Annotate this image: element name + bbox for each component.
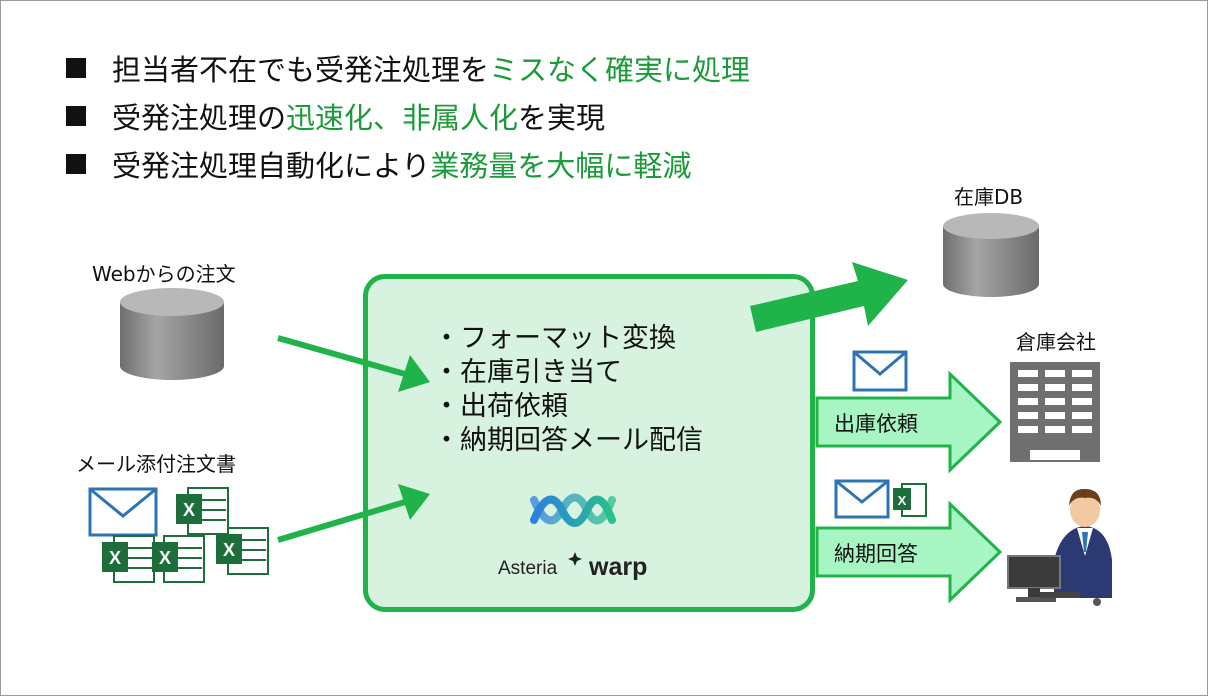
- envelope-icon: [88, 487, 158, 537]
- person-at-computer-icon: [1007, 488, 1112, 606]
- bullet-2-suffix: を実現: [518, 101, 606, 135]
- bullet-1-highlight: ミスなく確実に処理: [489, 53, 751, 87]
- logo-text-warp: warp: [588, 553, 647, 581]
- bullet-2: 受発注処理の迅速化、非属人化を実現: [66, 96, 605, 136]
- excel-file-icon: X: [176, 487, 229, 535]
- ship-request-label: 出庫依頼: [834, 412, 918, 436]
- bullet-3-text: 受発注処理自動化により: [112, 149, 431, 183]
- envelope-icon: [852, 350, 908, 392]
- bullet-1: 担当者不在でも受発注処理をミスなく確実に処理: [66, 48, 750, 88]
- bullet-square-icon: [66, 58, 86, 78]
- svg-text:X: X: [159, 548, 171, 568]
- task-delivery-reply-mail: ・納期回答メール配信: [433, 425, 703, 456]
- warehouse-label: 倉庫会社: [1016, 330, 1096, 354]
- inventory-database-icon: [943, 213, 1039, 297]
- bullet-1-text: 担当者不在でも受発注処理を: [112, 53, 490, 87]
- excel-file-icon: X: [893, 483, 927, 517]
- svg-text:X: X: [898, 493, 907, 508]
- excel-file-icon: X: [102, 535, 155, 583]
- excel-file-icon: X: [152, 535, 205, 583]
- envelope-icon: [834, 479, 890, 519]
- svg-text:X: X: [109, 548, 121, 568]
- task-format-conversion: ・フォーマット変換: [433, 323, 676, 354]
- bullet-square-icon: [66, 106, 86, 126]
- bullet-2-highlight: 迅速化、非属人化: [286, 101, 519, 135]
- delivery-reply-arrow: [815, 500, 1003, 604]
- task-shipping-request: ・出荷依頼: [433, 391, 568, 422]
- mail-input-arrow: [277, 484, 430, 543]
- web-input-arrow: [277, 335, 430, 392]
- logo-text-asteria: Asteria: [498, 558, 558, 579]
- bullet-square-icon: [66, 154, 86, 174]
- excel-file-icon: X: [216, 527, 269, 575]
- bullet-3-highlight: 業務量を大幅に軽減: [430, 149, 692, 183]
- delivery-reply-label: 納期回答: [834, 542, 918, 566]
- asteria-warp-processing-box: [363, 274, 815, 612]
- web-order-label: Webからの注文: [92, 262, 236, 286]
- inventory-update-arrow: [750, 262, 908, 332]
- bullet-2-text: 受発注処理の: [112, 101, 287, 135]
- asteria-warp-logo: Asteria warp: [498, 493, 647, 581]
- task-stock-allocation: ・在庫引き当て: [433, 357, 622, 388]
- svg-text:X: X: [223, 540, 235, 560]
- svg-text:X: X: [183, 500, 195, 520]
- mail-attachment-label: メール添付注文書: [76, 452, 236, 476]
- bullet-3: 受発注処理自動化により業務量を大幅に軽減: [66, 144, 691, 184]
- web-order-database-icon: [120, 288, 224, 380]
- inventory-db-label: 在庫DB: [954, 185, 1024, 209]
- building-icon: [1010, 362, 1100, 462]
- ship-request-arrow: [815, 370, 1003, 474]
